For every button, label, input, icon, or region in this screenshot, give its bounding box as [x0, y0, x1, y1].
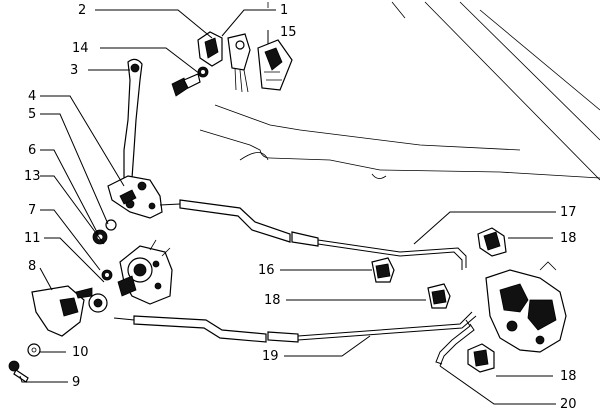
label-part-1: 1	[280, 3, 288, 18]
door-latch-assembly	[485, 261, 567, 353]
clip-part-15	[257, 39, 293, 91]
label-part-13: 13	[24, 169, 41, 184]
bolt-part-14	[171, 66, 209, 97]
label-part-2: 2	[78, 3, 86, 18]
body-panel-outline	[199, 1, 600, 181]
label-part-3: 3	[70, 63, 78, 78]
label-part-4: 4	[28, 89, 36, 104]
latch-cover-part-1	[197, 31, 251, 93]
label-part-18-upper: 18	[560, 231, 577, 246]
lock-mechanism-part-7	[101, 239, 173, 305]
label-part-10: 10	[72, 345, 89, 360]
label-part-11: 11	[24, 231, 41, 246]
label-part-20: 20	[560, 397, 577, 412]
label-part-9: 9	[72, 375, 80, 390]
upper-cable-part-17	[159, 199, 467, 270]
label-part-16: 16	[258, 263, 275, 278]
label-part-8: 8	[28, 259, 36, 274]
screw-part-9	[8, 360, 29, 383]
key-cylinder-part-8	[31, 285, 108, 337]
leader-lines	[19, 9, 556, 405]
label-part-15: 15	[280, 25, 297, 40]
label-part-5: 5	[28, 107, 36, 122]
label-part-19: 19	[262, 349, 279, 364]
clip-part-18-middle	[427, 283, 451, 309]
label-part-14: 14	[72, 41, 89, 56]
label-part-17: 17	[560, 205, 577, 220]
lower-cable-part-19	[113, 311, 477, 367]
lever-arm-part-3-4	[107, 58, 163, 219]
label-part-18-lower: 18	[560, 369, 577, 384]
washer-part-5	[105, 219, 117, 231]
label-part-18-middle: 18	[264, 293, 281, 308]
clip-part-18-lower	[467, 343, 495, 373]
clip-part-16	[371, 257, 395, 283]
washer-part-10	[27, 343, 41, 357]
clip-part-18-upper	[477, 227, 507, 257]
label-part-6: 6	[28, 143, 36, 158]
label-part-7: 7	[28, 203, 36, 218]
